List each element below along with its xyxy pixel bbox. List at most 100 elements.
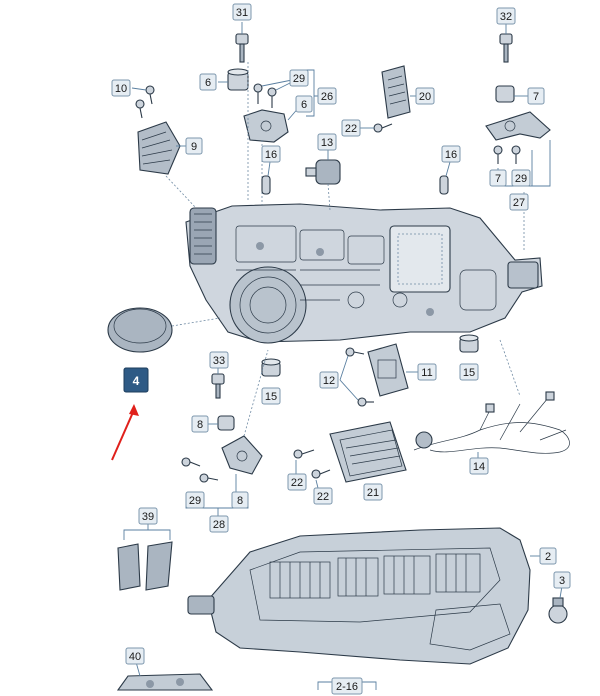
part-label-2: 2 xyxy=(539,547,557,565)
part-label-6b: 6 xyxy=(295,95,313,113)
part-label-22a: 22 xyxy=(341,119,361,137)
part-label-22c: 22 xyxy=(313,487,333,505)
svg-text:28: 28 xyxy=(213,519,225,531)
screw-29-top xyxy=(253,79,293,108)
screw-33 xyxy=(211,366,225,399)
part-label-33: 33 xyxy=(209,351,229,369)
part-label-28: 28 xyxy=(209,515,229,533)
part-label-40: 40 xyxy=(125,647,145,665)
bracket-holder-6 xyxy=(243,105,301,143)
part-label-4-highlighted: 4 xyxy=(123,367,149,393)
headlight-housing-rear xyxy=(185,203,543,344)
svg-text:39: 39 xyxy=(142,511,154,523)
svg-text:22: 22 xyxy=(345,123,357,135)
svg-text:3: 3 xyxy=(559,575,565,587)
svg-text:11: 11 xyxy=(421,367,432,379)
part-label-12: 12 xyxy=(319,371,339,389)
part-label-16b: 16 xyxy=(441,145,461,163)
svg-text:20: 20 xyxy=(419,91,431,103)
part-label-29b: 29 xyxy=(511,169,531,187)
module-40 xyxy=(116,661,214,691)
svg-text:31: 31 xyxy=(236,7,248,19)
part-label-39: 39 xyxy=(138,507,158,525)
screw-32 xyxy=(499,22,513,63)
svg-text:7: 7 xyxy=(533,91,539,103)
part-label-32: 32 xyxy=(496,7,516,25)
part-label-27: 27 xyxy=(509,193,529,211)
screw-22-top xyxy=(360,123,393,133)
pin-16-right xyxy=(439,161,451,195)
screw-10 xyxy=(131,85,155,119)
svg-text:16: 16 xyxy=(265,149,277,161)
screw-31 xyxy=(235,22,249,63)
part-label-3: 3 xyxy=(553,571,571,589)
part-label-8b: 8 xyxy=(231,491,249,509)
svg-text:8: 8 xyxy=(237,495,243,507)
red-arrow-icon xyxy=(111,404,139,461)
part-label-29a: 29 xyxy=(289,69,309,87)
svg-text:27: 27 xyxy=(513,197,525,209)
motor-13 xyxy=(305,150,341,211)
control-module-20 xyxy=(381,65,418,119)
svg-text:10: 10 xyxy=(115,83,127,95)
bracket-holder-28 xyxy=(181,349,269,516)
svg-text:6: 6 xyxy=(301,99,307,111)
svg-text:29: 29 xyxy=(293,73,305,85)
part-label-11: 11 xyxy=(417,363,437,381)
wiring-harness-14 xyxy=(413,339,570,460)
svg-text:29: 29 xyxy=(515,173,527,185)
part-label-29c: 29 xyxy=(185,491,205,509)
part-label-31: 31 xyxy=(232,3,252,21)
part-label-15b: 15 xyxy=(459,363,479,381)
pads-39 xyxy=(117,522,173,591)
part-label-26: 26 xyxy=(317,87,337,105)
part-label-10: 10 xyxy=(111,79,131,97)
svg-text:8: 8 xyxy=(197,419,203,431)
part-label-9: 9 xyxy=(185,137,203,155)
svg-text:29: 29 xyxy=(189,495,201,507)
svg-text:15: 15 xyxy=(463,367,475,379)
cover-cap-4 xyxy=(107,307,221,353)
screw-22-bottom xyxy=(293,449,331,489)
screw-12 xyxy=(339,347,374,407)
part-label-13: 13 xyxy=(317,133,337,151)
cap-9 xyxy=(137,121,197,209)
part-label-22b: 22 xyxy=(287,473,307,491)
part-label-15a: 15 xyxy=(261,387,281,405)
svg-text:26: 26 xyxy=(321,91,333,103)
svg-text:14: 14 xyxy=(473,461,485,473)
part-label-7a: 7 xyxy=(527,87,545,105)
grommet-15-right xyxy=(459,334,479,353)
part-label-6a: 6 xyxy=(199,73,217,91)
part-label-7b: 7 xyxy=(489,169,507,187)
part-label-14: 14 xyxy=(469,457,489,475)
svg-text:21: 21 xyxy=(367,487,379,499)
svg-text:16: 16 xyxy=(445,149,457,161)
headlight-front xyxy=(187,527,542,665)
svg-text:9: 9 xyxy=(191,141,197,153)
nut-8-top xyxy=(208,415,235,431)
part-label-20: 20 xyxy=(415,87,435,105)
svg-text:22: 22 xyxy=(317,491,329,503)
svg-text:2: 2 xyxy=(545,551,551,563)
part-label-2-16: 2-16 xyxy=(331,677,363,695)
part-label-21: 21 xyxy=(363,483,383,501)
svg-text:4: 4 xyxy=(133,374,140,388)
bulb-3 xyxy=(548,585,568,624)
grommet-15-left xyxy=(261,358,281,377)
module-11 xyxy=(367,343,418,397)
nut-7-top xyxy=(495,85,528,103)
svg-text:32: 32 xyxy=(500,11,512,23)
part-label-16a: 16 xyxy=(261,145,281,163)
svg-text:15: 15 xyxy=(265,391,277,403)
part-label-8a: 8 xyxy=(191,415,209,433)
svg-text:12: 12 xyxy=(323,375,335,387)
svg-text:6: 6 xyxy=(205,77,211,89)
pin-16-left xyxy=(261,161,271,195)
svg-text:7: 7 xyxy=(495,173,501,185)
svg-text:33: 33 xyxy=(213,355,225,367)
bush-6 xyxy=(218,68,249,91)
svg-text:2-16: 2-16 xyxy=(336,681,358,693)
svg-text:13: 13 xyxy=(321,137,333,149)
